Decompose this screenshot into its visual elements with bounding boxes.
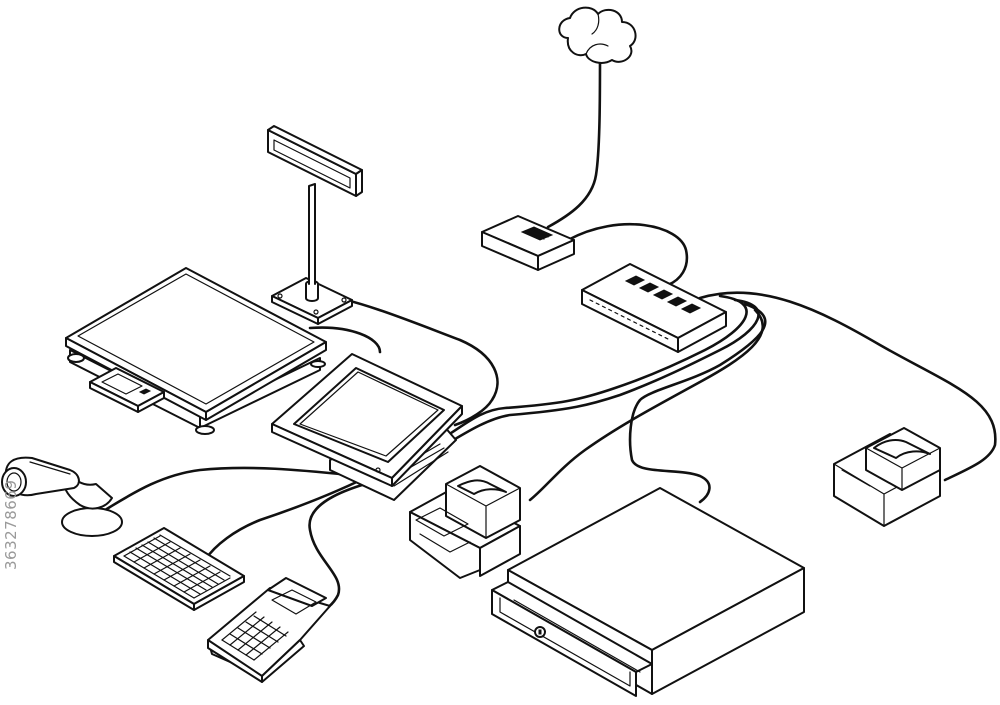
customer-display-icon xyxy=(267,125,363,325)
cable-cloud-router xyxy=(546,53,602,229)
cable-terminal-scanner xyxy=(103,466,352,512)
cable-switch-terminal-2 xyxy=(438,294,748,442)
cloud-icon xyxy=(558,6,637,64)
printer-icon xyxy=(409,465,521,579)
cash-drawer-icon xyxy=(491,487,805,697)
scale-readout xyxy=(89,367,165,413)
switch-icon xyxy=(581,263,727,353)
cable-switch-drawer xyxy=(628,302,767,504)
stock-watermark-id: 363278669 xyxy=(2,479,20,571)
scanner-icon xyxy=(1,456,123,537)
cables xyxy=(103,53,997,614)
cable-terminal-card-reader xyxy=(308,478,382,614)
cable-display-terminal xyxy=(320,293,499,427)
keyboard-icon xyxy=(113,527,245,611)
card-reader-keys xyxy=(221,611,289,661)
router-icon xyxy=(481,215,575,271)
cable-switch-terminal-1 xyxy=(443,298,760,447)
cable-switch-left-printer xyxy=(528,308,764,502)
switch-ports xyxy=(624,275,702,314)
card-reader-icon xyxy=(207,577,331,683)
printer-icon-right xyxy=(833,427,941,527)
keypad-keys xyxy=(123,534,231,599)
pos-terminal-icon xyxy=(271,353,463,501)
scale-icon xyxy=(65,267,327,435)
cable-terminal-keypad xyxy=(203,476,367,562)
cable-switch-right-printer xyxy=(698,291,997,482)
router-ports xyxy=(520,226,554,241)
cable-router-switch xyxy=(566,222,689,287)
cable-scale-terminal xyxy=(308,326,382,354)
